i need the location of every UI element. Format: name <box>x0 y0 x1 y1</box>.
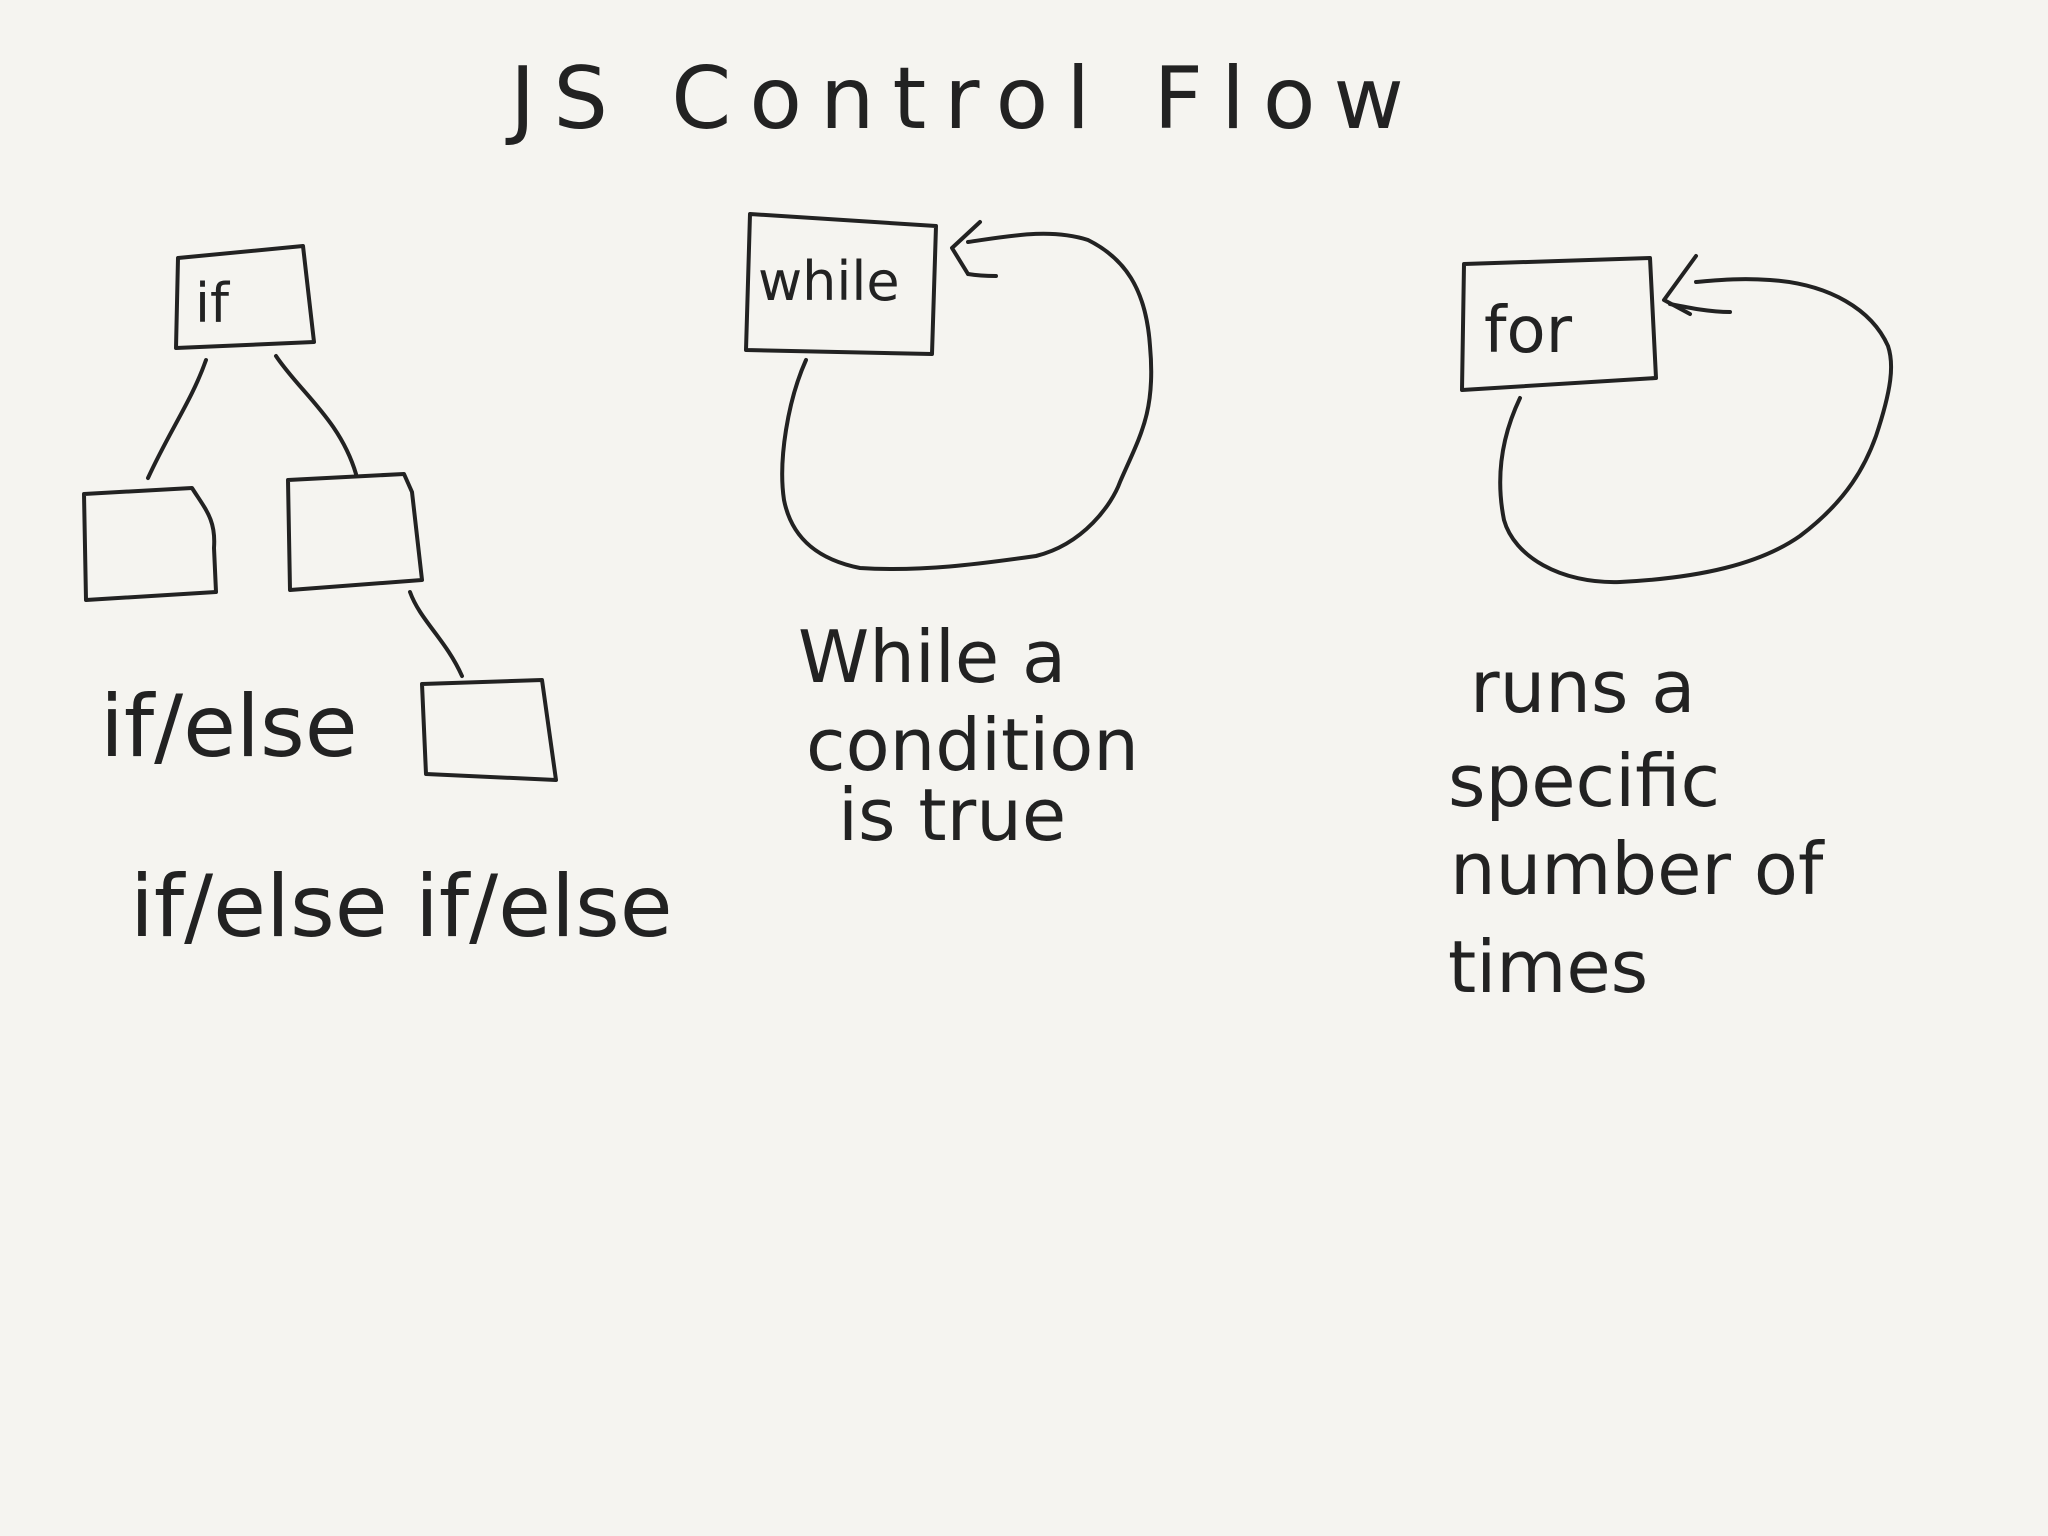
if-true-box <box>82 486 218 602</box>
for-caption-line-4: times <box>1448 925 1648 1009</box>
while-caption: While a condition is true <box>798 615 1139 857</box>
else-if-branch <box>408 590 464 678</box>
if-else-caption: if/else <box>100 677 358 777</box>
while-arrowhead-icon <box>950 220 982 276</box>
while-caption-line-3: is true <box>838 773 1066 857</box>
while-caption-line-2: condition <box>806 703 1139 787</box>
for-caption-line-3: number of <box>1450 827 1825 911</box>
while-box <box>744 212 938 356</box>
if-branch-right <box>274 354 358 476</box>
if-box <box>174 244 316 350</box>
else-box <box>286 472 424 592</box>
if-box-label: if <box>195 272 231 335</box>
for-box-label: for <box>1484 294 1573 368</box>
for-diagram: for runs a specific number of times <box>1448 254 1894 1009</box>
for-loop-arrow <box>1498 277 1894 585</box>
for-box <box>1460 256 1658 392</box>
if-branch-left <box>146 358 208 480</box>
while-loop-arrow <box>780 231 1154 572</box>
while-caption-line-1: While a <box>798 615 1066 699</box>
while-box-label: while <box>758 250 900 313</box>
else-if-box <box>420 678 558 782</box>
for-arrowhead-icon <box>1662 254 1698 316</box>
for-arrowhead-tail <box>1668 302 1732 314</box>
for-caption-line-1: runs a <box>1470 645 1695 729</box>
while-diagram: while While a condition is true <box>744 212 1154 857</box>
page-title: JS Control Flow <box>505 49 1422 149</box>
if-else-if-else-caption: if/else if/else <box>130 857 673 957</box>
if-else-diagram: if if/else if/else if/else <box>82 244 673 957</box>
while-arrowhead-tail <box>966 272 998 278</box>
for-caption-line-2: specific <box>1448 739 1720 823</box>
for-caption: runs a specific number of times <box>1448 645 1825 1009</box>
